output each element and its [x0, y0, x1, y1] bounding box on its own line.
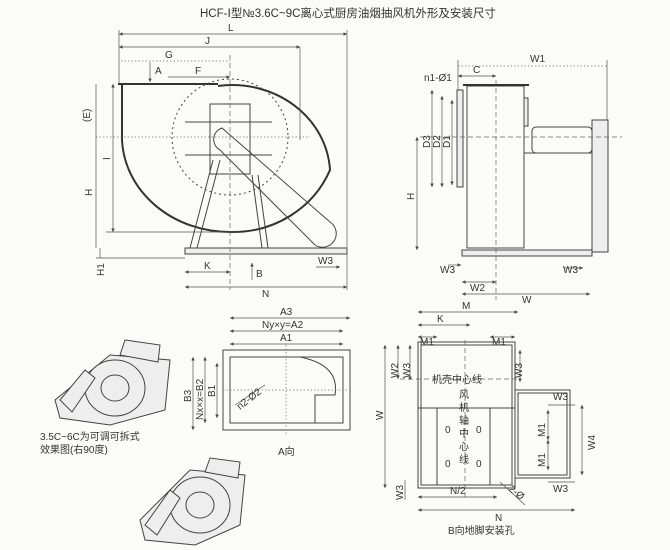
dim-W3-right: W3 [563, 265, 578, 276]
drawing-title: HCF-Ⅰ型№3.6C~9C离心式厨房油烟抽风机外形及安装尺寸 [200, 6, 496, 20]
dim-M1-left: M1 [420, 337, 434, 348]
dim-hole-dia: 2-Ø [506, 484, 526, 503]
note-line-1: 3.5C~6C为可调可拆式 [40, 430, 140, 443]
dim-W3-motor-bottom: W3 [553, 484, 568, 495]
dim-D1: D1 [442, 135, 453, 148]
dim-W3-bottom: W3 [395, 485, 406, 500]
dim-K: K [437, 314, 444, 325]
dim-M1-motor-bottom: M1 [537, 453, 548, 467]
dim-B1: B1 [207, 384, 218, 397]
dim-W4: W4 [587, 435, 598, 450]
dim-H: H [406, 193, 417, 200]
dim-I: I [102, 157, 113, 160]
dim-M: M [462, 301, 470, 312]
svg-text:机: 机 [459, 401, 469, 414]
scroll-casing [121, 84, 332, 234]
dim-C: C [473, 65, 480, 76]
dim-D3: D3 [422, 135, 433, 148]
dim-W3-top: W3 [402, 363, 413, 378]
bolt-hole: 0 [445, 425, 451, 436]
base-plate [184, 247, 348, 255]
svg-text:线: 线 [459, 453, 469, 466]
b-view: 0 0 0 0 M K M1 M1 W2 W3 W3 W 机壳中心线 风 机 轴 [375, 301, 598, 537]
dim-W1: W1 [530, 54, 545, 65]
dim-n2-phi2: n2-Ø2 [235, 386, 264, 412]
base-plate [461, 249, 593, 257]
a-view-caption: A向 [278, 445, 295, 458]
svg-text:风: 风 [459, 389, 469, 401]
shaft-centerline-label: 风 机 轴 中 心 线 [459, 389, 469, 466]
a-view: A3 Ny×y=A2 A1 B3 Nx×x=B2 B1 n2-Ø2 A向 [183, 307, 351, 458]
fan-3d-render-top [54, 339, 171, 426]
svg-text:心: 心 [459, 441, 469, 453]
inlet-flange [456, 89, 464, 188]
dim-M1-right: M1 [492, 337, 506, 348]
dim-A: A [155, 66, 162, 77]
bolt-hole: 0 [476, 459, 482, 470]
dim-B2: Nx×x=B2 [195, 378, 206, 420]
fan-casing [466, 85, 525, 249]
dim-D2: D2 [432, 135, 443, 148]
bolt-hole: 0 [445, 459, 451, 470]
dim-N: N [495, 513, 502, 524]
motor [531, 126, 593, 154]
b-view-caption: B向地脚安装孔 [448, 524, 515, 537]
dim-W: W [375, 410, 386, 420]
dim-W3-left: W3 [440, 265, 455, 276]
bolt-hole: 0 [476, 425, 482, 436]
dim-M1-motor-top: M1 [537, 423, 548, 437]
belt-guard [213, 127, 337, 248]
dim-n1-phi1: n1-Ø1 [424, 73, 452, 84]
view-B-arrow: B [256, 269, 263, 280]
dim-W3-motor-top: W3 [553, 392, 568, 403]
dim-N: N [262, 289, 269, 300]
dim-J: J [205, 36, 210, 47]
dim-A2: Ny×y=A2 [262, 320, 304, 331]
dim-W2: W2 [470, 283, 485, 294]
fan-3d-render-bottom [139, 457, 246, 546]
svg-text:中: 中 [459, 427, 469, 440]
dim-H1: H1 [96, 263, 107, 276]
dim-A3: A3 [280, 307, 293, 318]
dim-G: G [165, 50, 173, 61]
base-frame [417, 341, 516, 489]
svg-text:轴: 轴 [459, 414, 469, 427]
dim-W3-top-right: W3 [514, 363, 525, 378]
side-view: L J G F A (E) I H H1 K B N W3 [82, 23, 348, 300]
dim-L: L [228, 23, 234, 34]
dim-B3: B3 [183, 389, 194, 402]
casing-centerline-label: 机壳中心线 [432, 373, 482, 386]
dim-W: W [522, 295, 532, 306]
dim-W2: W2 [390, 363, 401, 378]
dim-W3: W3 [318, 256, 333, 267]
dim-E: (E) [82, 109, 93, 122]
note-line-2: 效果图(右90度) [40, 443, 108, 456]
motor-base [514, 389, 571, 479]
dim-N-half: N/2 [450, 486, 466, 497]
front-view: W1 C n1-Ø1 D3 D2 D1 H W3 W3 W2 W [406, 54, 622, 306]
dim-A1: A1 [280, 333, 293, 344]
leg [189, 159, 214, 249]
dim-H: H [84, 189, 95, 196]
dim-K: K [204, 261, 211, 272]
pulley-guard [591, 119, 609, 253]
dim-F: F [195, 66, 201, 77]
